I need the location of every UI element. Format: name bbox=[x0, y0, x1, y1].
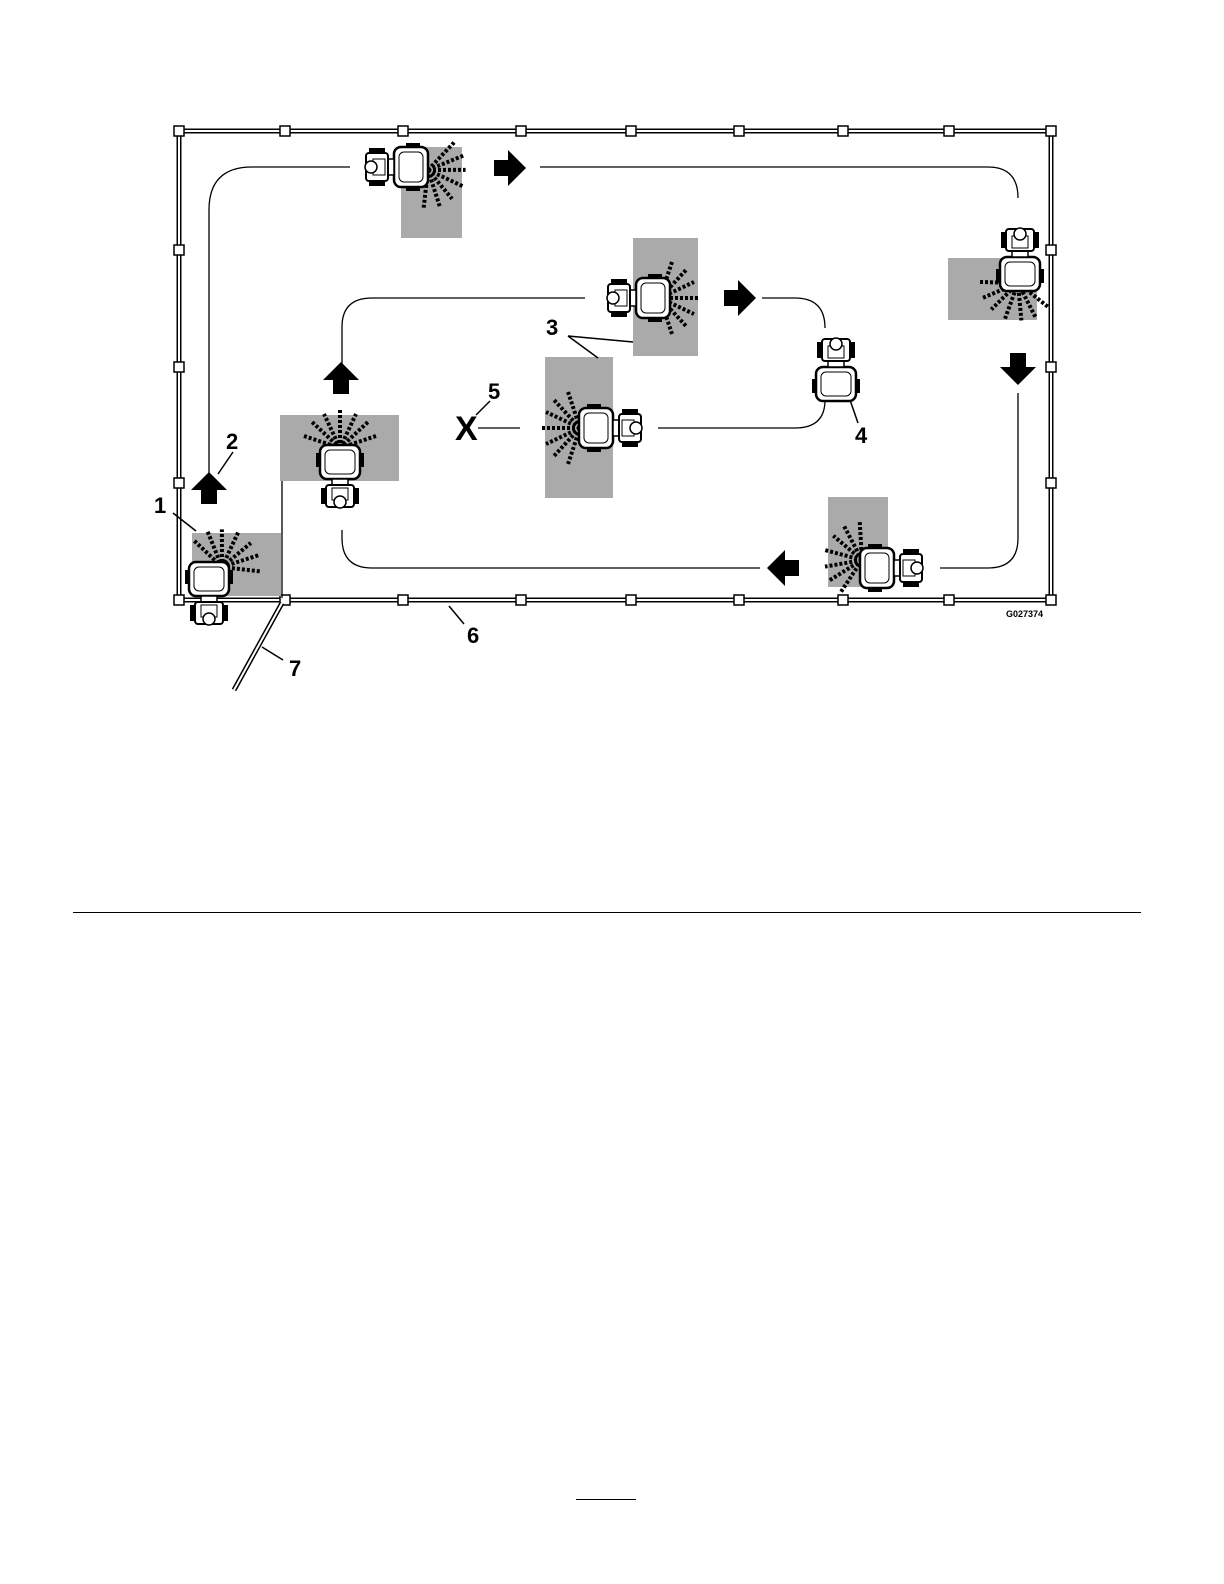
mower-top bbox=[365, 143, 428, 191]
arrow-up-icon bbox=[191, 472, 227, 504]
arrow-right-icon bbox=[494, 150, 526, 186]
spray-fans bbox=[189, 137, 1051, 594]
direction-arrows bbox=[191, 150, 1036, 586]
mower-1 bbox=[185, 562, 233, 625]
callout-4: 4 bbox=[855, 423, 868, 448]
arrow-down-icon bbox=[1000, 353, 1036, 385]
outer-path bbox=[209, 167, 1018, 598]
section-divider bbox=[73, 912, 1141, 913]
spray-zones bbox=[192, 147, 1037, 596]
figure-code: G027374 bbox=[1006, 609, 1043, 619]
callout-5: 5 bbox=[488, 379, 500, 404]
callout-3: 3 bbox=[546, 315, 558, 340]
callout-1: 1 bbox=[154, 493, 166, 518]
mower-bottom bbox=[860, 544, 923, 592]
mowers bbox=[185, 143, 1044, 625]
mower-left bbox=[316, 445, 364, 508]
gate bbox=[234, 603, 282, 690]
callout-6: 6 bbox=[467, 623, 479, 648]
start-mark: X bbox=[455, 410, 478, 448]
arrow-right-icon bbox=[724, 280, 756, 316]
boundary-fence bbox=[179, 131, 1051, 600]
arrow-left-icon bbox=[767, 550, 799, 586]
mower-inner-top bbox=[607, 274, 670, 322]
callout-2: 2 bbox=[226, 429, 238, 454]
fence-posts bbox=[174, 126, 1056, 605]
mower-right bbox=[996, 228, 1044, 291]
arrow-up-icon bbox=[323, 362, 359, 394]
footer-rule bbox=[576, 1499, 636, 1500]
mower-center bbox=[579, 404, 642, 452]
mower-4 bbox=[812, 338, 860, 401]
callout-7: 7 bbox=[289, 656, 301, 681]
